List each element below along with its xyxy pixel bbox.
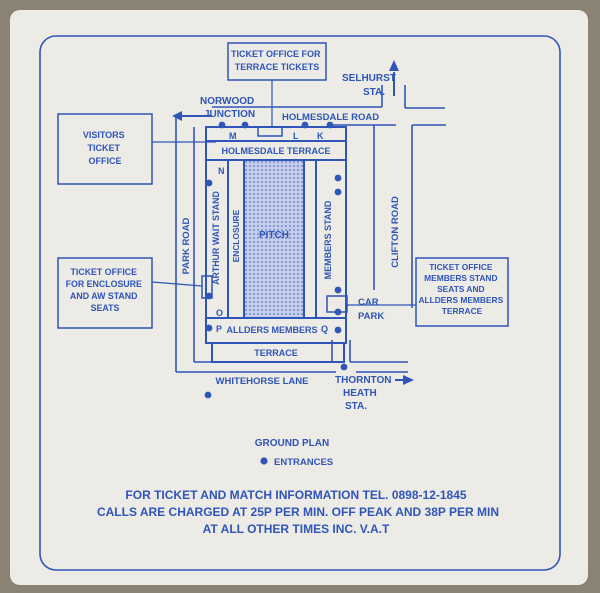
car-park-label: CAR PARK	[358, 297, 384, 322]
ticket-office-boxes	[57, 42, 509, 329]
entrance-dot	[334, 326, 342, 334]
clifton-road-label: CLIFTON ROAD	[390, 196, 401, 268]
gate-letter: Q	[321, 324, 328, 334]
gate-letter: N	[218, 166, 225, 176]
gate-letter: O	[216, 308, 223, 318]
allders-members-label: ALLDERS MEMBERS	[226, 325, 317, 335]
entrance-legend-dot-icon	[260, 457, 268, 465]
arthur-wait-stand-label: ARTHUR WAIT STAND	[211, 191, 221, 285]
info-line-3: AT ALL OTHER TIMES INC. V.A.T	[203, 522, 390, 536]
gate-letter: P	[216, 324, 222, 334]
selhurst-station-label: SELHURST STA.	[342, 73, 399, 98]
terrace-ticket-office-label: TICKET OFFICE FOR TERRACE TICKETS	[231, 49, 323, 72]
entrance-dot	[218, 121, 226, 129]
holmesdale-road-label: HOLMESDALE ROAD	[282, 112, 379, 123]
entrance-dot	[340, 363, 348, 371]
entrance-dot	[326, 121, 334, 129]
gate-letter: L	[293, 131, 299, 141]
arrow-left-icon	[172, 111, 182, 121]
entrance-dot	[334, 286, 342, 294]
enclosure-ticket-office-label: TICKET OFFICE FOR ENCLOSURE AND AW STAND…	[66, 267, 145, 313]
whitehorse-lane-label: WHITEHORSE LANE	[216, 376, 309, 387]
pitch-label: PITCH	[259, 230, 289, 241]
entrances-legend-label: ENTRANCES	[274, 457, 333, 468]
thornton-heath-station-label: THORNTON HEATH STA.	[335, 375, 394, 412]
pitch	[245, 161, 303, 317]
entrance-dot	[334, 174, 342, 182]
entrance-dot	[205, 179, 213, 187]
norwood-junction-label: NORWOOD JUNCTION	[200, 96, 257, 120]
direction-arrows	[172, 60, 414, 385]
members-ticket-office-label: TICKET OFFICE MEMBERS STAND SEATS AND AL…	[418, 262, 505, 316]
leader-lines	[151, 80, 416, 306]
entrance-dot	[205, 292, 213, 300]
info-line-1: FOR TICKET AND MATCH INFORMATION TEL. 08…	[125, 488, 466, 502]
stadium-outline	[201, 126, 348, 363]
gate-letter: M	[229, 131, 237, 141]
park-road-label: PARK ROAD	[181, 217, 192, 274]
arrow-right-icon	[403, 375, 414, 385]
entrance-dot	[334, 188, 342, 196]
visitors-ticket-office-label: VISITORS TICKET OFFICE	[83, 130, 127, 166]
entrance-dot	[204, 391, 212, 399]
entrance-dot	[301, 121, 309, 129]
entrance-dot	[205, 324, 213, 332]
entrance-dot	[334, 308, 342, 316]
street-lines	[175, 85, 446, 373]
card-border	[39, 35, 561, 571]
members-stand-label: MEMBERS STAND	[323, 200, 333, 279]
gate-letter: K	[317, 131, 324, 141]
holmesdale-terrace-label: HOLMESDALE TERRACE	[221, 146, 330, 156]
info-line-2: CALLS ARE CHARGED AT 25P PER MIN. OFF PE…	[97, 505, 499, 519]
arrow-up-icon	[389, 60, 399, 71]
entrance-dot	[241, 121, 249, 129]
enclosure-label: ENCLOSURE	[231, 209, 241, 262]
entrance-markers	[204, 121, 348, 399]
terrace-label: TERRACE	[254, 348, 298, 358]
ground-plan-title: GROUND PLAN	[255, 438, 329, 449]
